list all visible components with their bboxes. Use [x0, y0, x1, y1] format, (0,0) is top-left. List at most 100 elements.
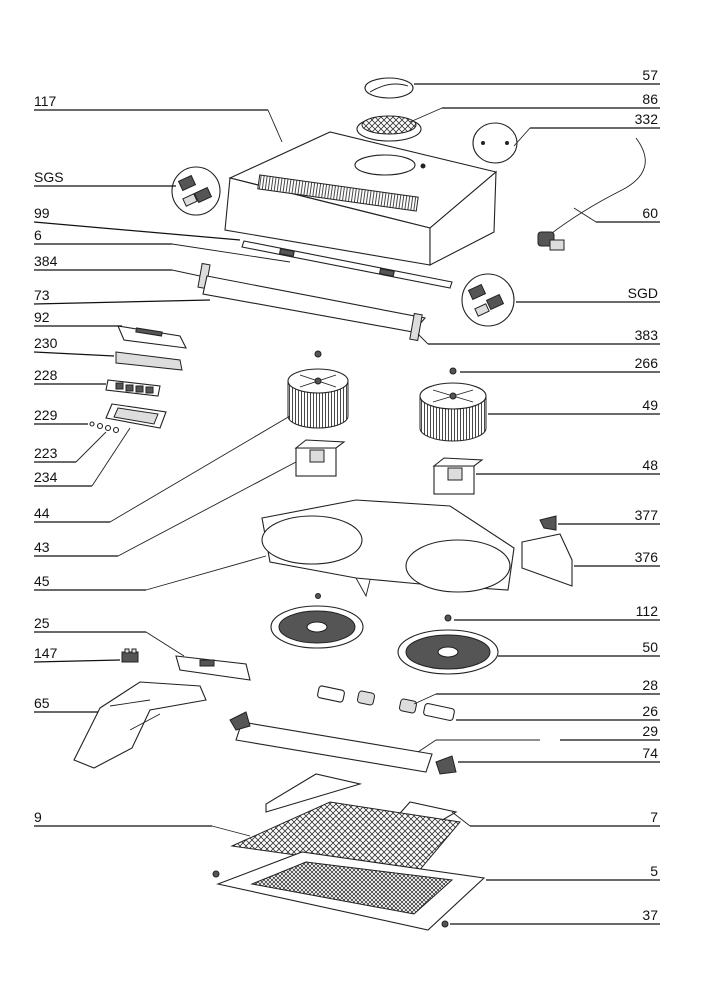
label-99: 99	[33, 205, 241, 241]
impeller-left-icon	[270, 605, 364, 649]
svg-text:229: 229	[34, 407, 58, 423]
label-49: 49	[488, 397, 660, 415]
svg-text:92: 92	[34, 309, 50, 325]
svg-text:28: 28	[642, 677, 658, 693]
label-223: 223	[34, 431, 107, 463]
svg-text:9: 9	[34, 809, 42, 825]
front-trim-rail-icon	[241, 240, 453, 289]
impeller-right-icon	[397, 629, 499, 675]
svg-text:44: 44	[34, 505, 50, 521]
svg-text:57: 57	[642, 67, 658, 83]
svg-text:228: 228	[34, 367, 58, 383]
label-SGS: SGS	[34, 169, 176, 187]
svg-text:74: 74	[642, 745, 658, 761]
label-65: 65	[34, 695, 98, 713]
svg-text:6: 6	[34, 227, 42, 243]
svg-text:50: 50	[642, 639, 658, 655]
label-92: 92	[34, 309, 122, 327]
svg-text:65: 65	[34, 695, 50, 711]
clip-icon	[539, 515, 557, 531]
label-86: 86	[409, 91, 660, 123]
plate-clip-right-icon	[435, 755, 457, 775]
label-230: 230	[33, 335, 115, 357]
grille-frame-icon	[216, 851, 486, 931]
grease-filter-icon	[230, 773, 461, 873]
svg-text:37: 37	[642, 907, 658, 923]
svg-text:25: 25	[34, 615, 50, 631]
label-SGD: SGD	[516, 285, 660, 303]
svg-text:29: 29	[642, 723, 658, 739]
round-grille-icon	[356, 115, 422, 142]
glass-plate-icon	[235, 721, 433, 773]
svg-text:223: 223	[34, 445, 58, 461]
switch-housing-icon	[117, 325, 187, 349]
bracket-right-icon	[409, 312, 423, 342]
label-112: 112	[454, 603, 660, 621]
label-43: 43	[34, 461, 297, 557]
hood-body-icon	[224, 131, 498, 266]
switch-group-left-icon	[171, 166, 221, 216]
svg-text:234: 234	[34, 469, 58, 485]
svg-text:7: 7	[650, 809, 658, 825]
label-9: 9	[34, 809, 251, 837]
label-50: 50	[498, 639, 660, 657]
svg-text:5: 5	[650, 863, 658, 879]
label-384: 384	[34, 253, 201, 277]
svg-text:49: 49	[642, 397, 658, 413]
svg-text:86: 86	[642, 91, 658, 107]
label-228: 228	[34, 367, 106, 385]
filter-cartridge-right-icon	[419, 382, 487, 442]
spacer-left-icon	[317, 685, 376, 706]
label-45: 45	[34, 555, 267, 591]
switch-group-right-icon	[461, 273, 515, 327]
visor-panel-icon	[202, 275, 427, 333]
round-cover-plate-icon	[472, 122, 518, 164]
label-73: 73	[33, 287, 211, 305]
svg-text:60: 60	[642, 205, 658, 221]
label-48: 48	[476, 457, 660, 475]
plate-clip-left-icon	[229, 711, 251, 731]
label-266: 266	[460, 355, 660, 373]
screw-37a-icon	[212, 870, 220, 878]
label-6: 6	[34, 227, 291, 263]
screw-left-icon	[314, 350, 322, 358]
screw-37b-icon	[441, 920, 449, 928]
svg-text:45: 45	[34, 573, 50, 589]
svg-text:43: 43	[34, 539, 50, 555]
label-29: 29	[417, 723, 660, 753]
label-44: 44	[34, 415, 291, 523]
svg-text:26: 26	[642, 703, 658, 719]
screw-right-icon	[449, 367, 457, 375]
svg-text:147: 147	[34, 645, 58, 661]
label-376: 376	[574, 549, 660, 567]
label-28: 28	[413, 677, 660, 705]
motor-left-icon	[294, 439, 346, 477]
screw-set-icon	[89, 421, 120, 434]
label-5: 5	[486, 863, 660, 881]
button-strip-icon	[105, 379, 161, 397]
svg-text:73: 73	[34, 287, 50, 303]
svg-text:230: 230	[34, 335, 58, 351]
screw-112-icon	[444, 614, 452, 622]
label-383: 383	[417, 327, 660, 345]
svg-text:99: 99	[34, 205, 50, 221]
label-37: 37	[450, 907, 660, 925]
label-26: 26	[456, 703, 660, 721]
label-60: 60	[573, 205, 660, 223]
label-377: 377	[558, 507, 660, 525]
label-25: 25	[34, 615, 185, 657]
support-bracket-icon	[73, 681, 207, 769]
svg-text:48: 48	[642, 457, 658, 473]
svg-text:SGD: SGD	[628, 285, 658, 301]
motor-right-icon	[432, 457, 484, 495]
spacer-right-icon	[398, 698, 455, 721]
connector-block-icon	[121, 648, 139, 663]
svg-text:376: 376	[635, 549, 659, 565]
svg-text:266: 266	[635, 355, 659, 371]
label-147: 147	[33, 645, 121, 663]
label-7: 7	[451, 809, 660, 827]
label-74: 74	[458, 745, 660, 763]
lamp-housing-icon	[175, 655, 251, 681]
filter-cartridge-left-icon	[287, 368, 349, 429]
